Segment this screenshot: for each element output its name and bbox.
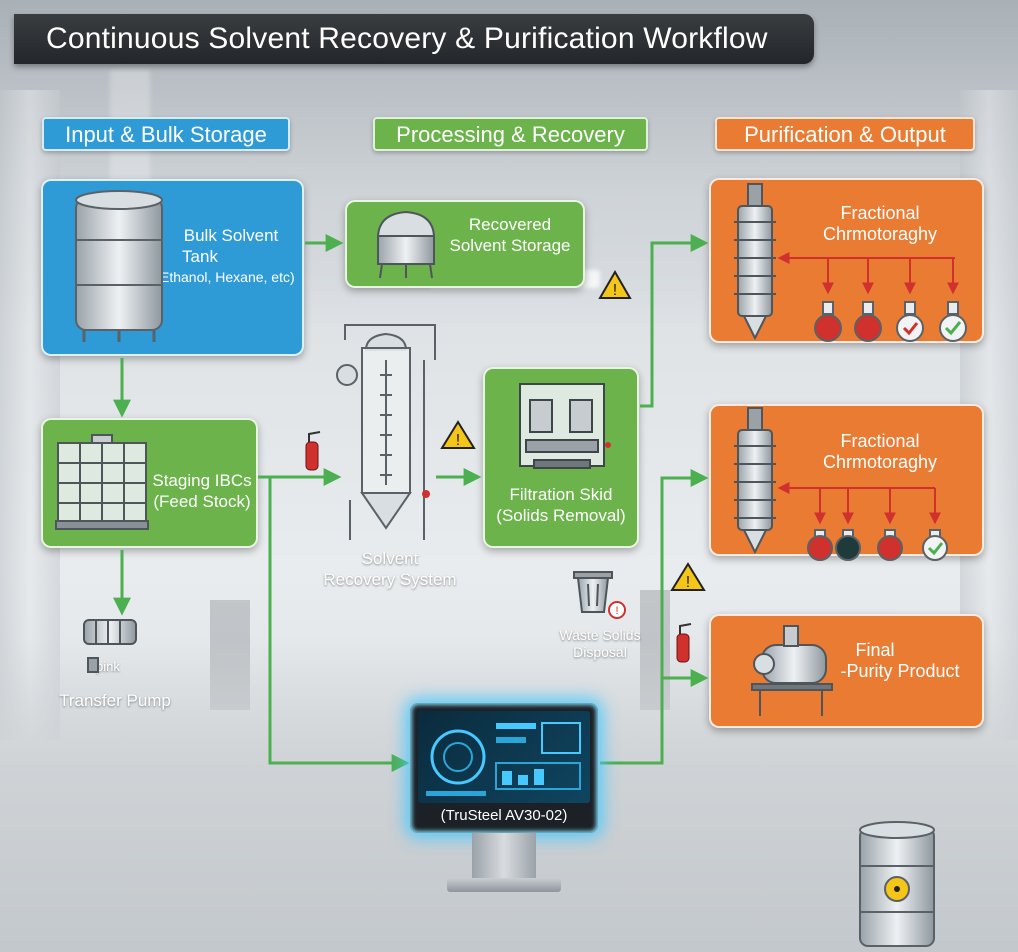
staging-label-line1: Staging IBCs <box>152 471 252 490</box>
warning-icon: ! <box>670 562 706 591</box>
bulk-tank-label-line2: Tank <box>182 247 218 266</box>
flow-arrows <box>113 234 709 772</box>
pump-icon-text: pink <box>96 659 120 674</box>
header-input-storage: Input & Bulk Storage <box>42 117 290 151</box>
fraction-arrows-2 <box>777 482 941 525</box>
chromatography-1-line1: Fractional <box>840 203 920 223</box>
filter-press-icon <box>519 383 611 469</box>
flask-icon <box>835 529 861 561</box>
final-product-label: Final -Purity Product <box>820 640 980 682</box>
staging-label: Staging IBCs (Feed Stock) <box>150 470 254 512</box>
page-title: Continuous Solvent Recovery & Purificati… <box>14 14 814 64</box>
staging-label-line2: (Feed Stock) <box>153 492 251 511</box>
monitor-icon <box>426 722 581 796</box>
fire-extinguisher-icon <box>676 623 692 663</box>
bulk-tank-label-line1: Bulk Solvent <box>183 226 279 245</box>
header-purification-output: Purification & Output <box>715 117 975 151</box>
storage-tank-icon <box>376 210 436 279</box>
chromatography-column-icon <box>734 183 776 341</box>
recovered-storage-line2: Solvent Storage <box>449 236 571 255</box>
trash-bin-icon: ! <box>573 571 626 619</box>
warning-icon: ! <box>598 269 632 299</box>
chromatography-1-label: Fractional Chrmotoraghy <box>800 203 960 245</box>
product-tank-icon <box>751 625 833 716</box>
chromatography-column-icon <box>734 407 776 555</box>
recovered-storage-line1: Recovered <box>468 215 552 234</box>
waste-label-line2: Disposal <box>573 644 627 660</box>
monitor-stand-base <box>447 878 561 892</box>
svg-text:!: ! <box>456 432 460 449</box>
arrow-filtration-to-chroma1 <box>640 234 709 408</box>
radiation-drum-icon <box>859 821 935 947</box>
chromatography-2-line1: Fractional <box>840 431 920 451</box>
header-processing-recovery: Processing & Recovery <box>373 117 648 151</box>
filtration-label-line2: (Solids Removal) <box>496 506 626 525</box>
arrow-staging-to-controller <box>268 477 410 772</box>
bulk-tank-label: Bulk Solvent Tank (Ethanol, Hexane, etc) <box>155 225 300 288</box>
svg-text:!: ! <box>686 574 690 591</box>
distillation-column-icon <box>336 324 436 540</box>
drum-icon <box>75 190 163 342</box>
recovery-system-line1: Solvent <box>361 549 419 568</box>
recovery-system-line2: Recovery System <box>323 570 457 589</box>
bulk-tank-label-line3: (Ethanol, Hexane, etc) <box>155 269 295 285</box>
flask-icon <box>922 529 948 561</box>
controller-label: (TruSteel AV30-02) <box>440 807 568 824</box>
monitor-stand <box>472 833 536 881</box>
filtration-label: Filtration Skid (Solids Removal) <box>485 484 637 526</box>
flask-icon <box>877 529 903 561</box>
controller-monitor: (TruSteel AV30-02) <box>410 703 598 833</box>
warning-icon: ! <box>440 420 476 449</box>
fire-extinguisher-icon <box>305 431 321 471</box>
flask-icon <box>807 529 833 561</box>
flask-icon <box>896 301 924 342</box>
waste-label-line1: Waste Solids <box>559 627 641 643</box>
chromatography-2-label: Fractional Chrmotoraghy <box>800 431 960 473</box>
final-product-line1: Final <box>855 640 895 660</box>
fraction-arrows-1 <box>777 252 959 295</box>
final-product-line2: -Purity Product <box>840 661 960 681</box>
waste-label: Waste Solids Disposal <box>540 627 660 661</box>
flask-icon <box>939 301 967 342</box>
flask-icon <box>814 301 842 342</box>
recovered-storage-label: Recovered Solvent Storage <box>440 214 580 256</box>
svg-text:!: ! <box>615 605 618 617</box>
pump-icon <box>83 619 137 673</box>
final-product-box <box>709 614 984 728</box>
chromatography-2-line2: Chrmotoraghy <box>822 452 938 472</box>
ibc-tote-icon <box>55 434 149 530</box>
transfer-pump-label: Transfer Pump <box>59 691 171 710</box>
filtration-label-line1: Filtration Skid <box>509 485 613 504</box>
monitor-screen <box>418 711 590 803</box>
flask-icon <box>854 301 882 342</box>
chromatography-1-line2: Chrmotoraghy <box>822 224 938 244</box>
arrow-controller-to-chroma2 <box>600 469 709 765</box>
svg-text:!: ! <box>613 282 617 299</box>
recovery-system-label: Solvent Recovery System <box>310 548 470 590</box>
